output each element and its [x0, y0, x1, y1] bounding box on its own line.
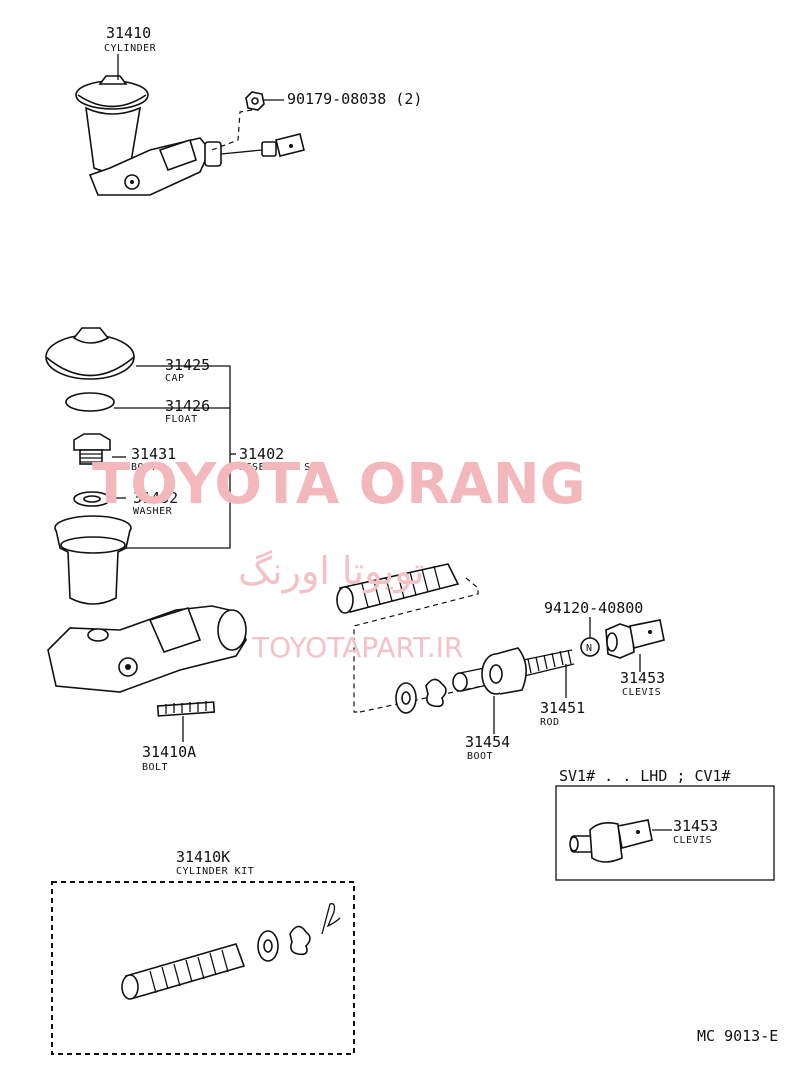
part-number-31410a: 31410A [142, 743, 196, 761]
nut-illustration [211, 91, 284, 151]
part-number-31454: 31454 [465, 733, 510, 751]
part-number-31402: 31402 [239, 445, 284, 463]
clevis-illustration [605, 619, 665, 659]
clip-mark: N [586, 643, 593, 654]
float-illustration [65, 392, 115, 412]
cap-illustration [45, 327, 135, 380]
watermark-persian: تویوتا اورنگ [238, 549, 425, 594]
reservoir-illustration [54, 515, 132, 605]
exploded-dashed-guide [353, 577, 479, 713]
kit-piston-spring-illustration [121, 943, 246, 1000]
kit-snap-ring-illustration [289, 925, 311, 956]
part-name-cylinder: CYLINDER [104, 43, 157, 54]
watermark-url: TOYOTAPART.IR [251, 631, 463, 664]
variant-clevis-illustration [569, 819, 653, 863]
part-number-31431: 31431 [131, 445, 176, 463]
bolt-31410a-illustration [156, 701, 216, 742]
variant-box [555, 785, 775, 881]
cylinder-kit-box [51, 881, 355, 1055]
diagram-code: MC 9013-E [697, 1027, 778, 1045]
part-name-washer: WASHER [133, 506, 173, 517]
cylinder-body-illustration [47, 605, 247, 693]
boot-illustration [481, 647, 527, 695]
part-name-bolt: BOLT [131, 462, 157, 473]
bolt-31431-illustration [73, 433, 111, 465]
part-number-31410: 31410 [106, 24, 151, 42]
part-number-31410k: 31410K [176, 848, 230, 866]
part-name-rod: ROD [540, 717, 560, 728]
part-name-cap: CAP [165, 373, 185, 384]
variant-label: SV1# . . LHD ; CV1# [559, 767, 731, 785]
part-name-float: FLOAT [165, 414, 198, 425]
part-name-cylinder-kit: CYLINDER KIT [176, 866, 254, 877]
part-number-94120: 94120-40800 [544, 599, 643, 617]
reservoir-set-bracket [124, 365, 231, 549]
snap-ring-illustration [425, 678, 447, 708]
part-name-reservoir-set: RESERVOIR SET [239, 462, 324, 473]
part-name-boot: BOOT [467, 751, 493, 762]
seal-ring-illustration [395, 682, 417, 714]
piston-spring-illustration [336, 563, 460, 614]
kit-seal-ring-illustration [257, 930, 279, 962]
part-name-clevis-alt: CLEVIS [673, 835, 712, 846]
watermark-title: TOYOTA ORANG [92, 452, 586, 517]
part-number-31425: 31425 [165, 356, 210, 374]
washer-illustration [73, 491, 111, 507]
cylinder-assembly-illustration [75, 75, 305, 196]
part-number-31432: 31432 [133, 489, 178, 507]
part-number-31453: 31453 [620, 669, 665, 687]
part-name-bolt-31410a: BOLT [142, 762, 168, 773]
part-number-31426: 31426 [165, 397, 210, 415]
part-number-31453-alt: 31453 [673, 817, 718, 835]
clip-illustration: N [580, 637, 600, 657]
part-number-90179: 90179-08038 (2) [287, 90, 422, 108]
kit-clip-illustration [321, 903, 341, 935]
part-number-31451: 31451 [540, 699, 585, 717]
part-name-clevis: CLEVIS [622, 687, 661, 698]
